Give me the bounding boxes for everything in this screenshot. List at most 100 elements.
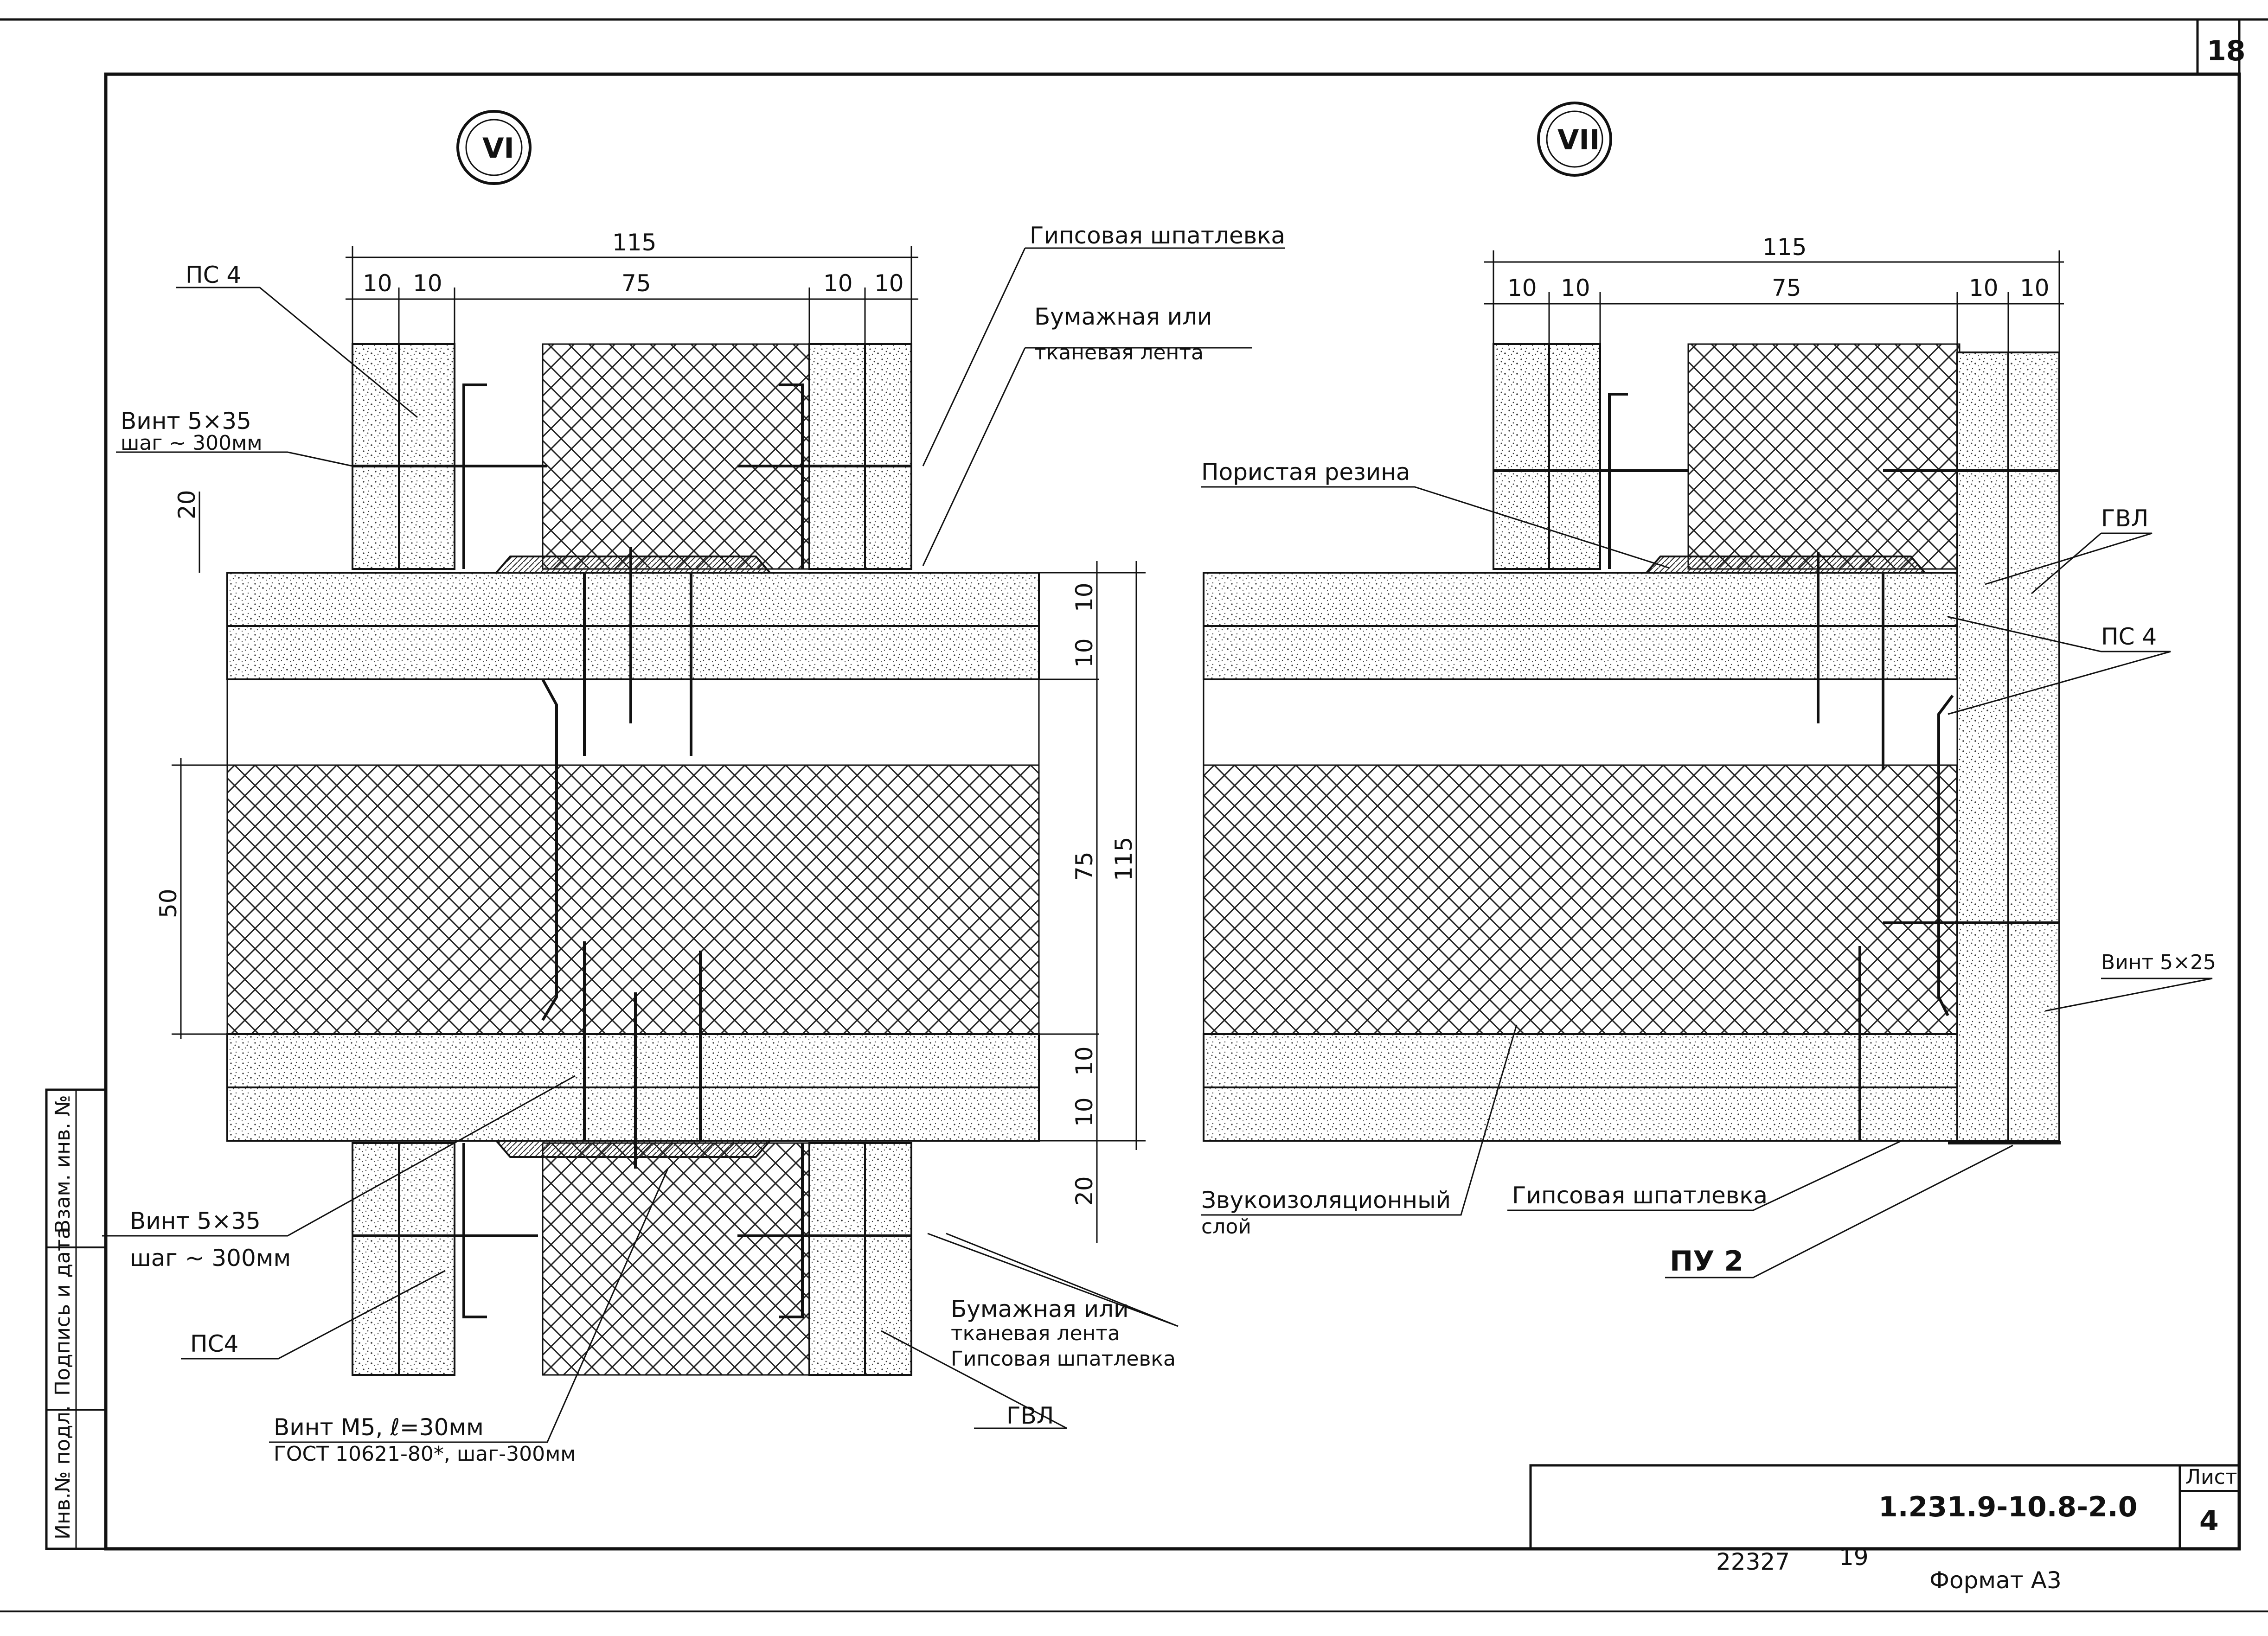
label-gypsum-putty-top: Гипсовая шпатлевка — [1030, 222, 1285, 249]
lower-board-right-outer — [864, 1142, 912, 1376]
doc-code: 1.231.9-10.8-2.0 — [1878, 1491, 2137, 1523]
sheet-frame — [0, 18, 2268, 1612]
dim-top-a: 10 — [363, 270, 392, 297]
slab-bottom-board-2-vii — [1203, 1086, 1958, 1142]
dim-right-b: 10 — [1071, 638, 1098, 668]
label-screw-bottom: Винт 5×35 — [130, 1208, 261, 1234]
upper-profile-vii — [1608, 393, 1628, 569]
edge-strip-vii — [1948, 1141, 2061, 1144]
dimensions-vi — [172, 246, 1146, 1243]
format-label: Формат А3 — [1929, 1567, 2062, 1594]
dim-top-c-vii: 75 — [1772, 275, 1801, 301]
slab-bottom-board-1 — [226, 1033, 1040, 1088]
archive-number: 22327 — [1716, 1548, 1790, 1575]
label-ps4-top: ПС 4 — [186, 262, 241, 288]
dim-right-d: 10 — [1071, 1046, 1098, 1076]
label-paper-tape-bottom-1: Бумажная или — [951, 1296, 1129, 1323]
marker-vii: VII — [1537, 102, 1612, 177]
slab-air-gap — [226, 678, 1040, 766]
upper-board-left-inner — [398, 343, 455, 570]
label-sound-layer-2: слой — [1201, 1215, 1251, 1239]
svg-text:VII: VII — [1557, 124, 1600, 156]
upper-board-right-inner — [808, 343, 866, 570]
sheet-number: 4 — [2199, 1505, 2219, 1537]
upper-insulation — [542, 343, 810, 570]
label-gypsum-putty-vii: Гипсовая шпатлевка — [1512, 1182, 1768, 1209]
label-ps4-vii: ПС 4 — [2101, 623, 2157, 650]
label-paper-tape-bottom-2: тканевая лента — [951, 1322, 1120, 1345]
dim-top-e-vii: 10 — [2020, 275, 2050, 301]
archive-sub: 19 — [1839, 1544, 1869, 1571]
slab-air-gap-vii — [1203, 678, 1958, 766]
side-stamp-inventory: Инв.№ подл. — [51, 1405, 75, 1540]
label-gypsum-putty-bottom: Гипсовая шпатлевка — [951, 1347, 1176, 1371]
dim-top-d-vii: 10 — [1969, 275, 1999, 301]
label-paper-tape-top-1: Бумажная или — [1034, 303, 1212, 330]
label-porous-rubber: Пористая резина — [1201, 459, 1410, 486]
leaders-vi — [102, 247, 1285, 1443]
label-screw-top: Винт 5×35 — [121, 408, 251, 435]
title-block — [1529, 1464, 2241, 1550]
dim-top-total: 115 — [612, 229, 656, 256]
lower-profile-left — [462, 1143, 487, 1318]
side-stamp-replace: Взам. инв. № — [51, 1095, 75, 1233]
slab-top-board-1 — [226, 572, 1040, 627]
label-sound-layer-1: Звукоизоляционный — [1201, 1187, 1451, 1214]
lower-board-right-inner — [808, 1142, 866, 1376]
screws-vi — [352, 465, 911, 1237]
detail-vi: VI — [102, 110, 1285, 1466]
slab-bottom-board-1-vii — [1203, 1033, 1958, 1088]
dim-right-c: 75 — [1071, 851, 1098, 881]
dim-right-total: 115 — [1110, 837, 1137, 881]
joint-plate-top — [495, 556, 771, 574]
lower-profile-right — [779, 1143, 804, 1318]
label-gvl: ГВЛ — [2101, 505, 2148, 532]
dim-top-total-vii: 115 — [1762, 234, 1807, 261]
sheet-label: Лист — [2185, 1465, 2237, 1489]
slab-top-board-2 — [226, 625, 1040, 680]
upper-insulation-vii — [1687, 343, 1960, 570]
label-screw-m5: Винт М5, ℓ=30мм — [274, 1414, 484, 1441]
wall-profile-vii — [1937, 695, 1954, 1016]
screws-vii — [1493, 469, 2059, 1141]
dim-top-d: 10 — [823, 270, 853, 297]
label-screw-bottom-step: шаг ~ 300мм — [130, 1245, 291, 1272]
dim-top-e: 10 — [874, 270, 904, 297]
upper-board-left-outer — [352, 343, 400, 570]
dim-top-b-vii: 10 — [1561, 275, 1590, 301]
dim-top-b: 10 — [413, 270, 442, 297]
label-screw-m5-std: ГОСТ 10621-80*, шаг-300мм — [274, 1442, 576, 1466]
marker-vi: VI — [456, 110, 532, 185]
upper-profile-left — [462, 383, 487, 569]
upper-board-left-outer-vii — [1493, 343, 1550, 570]
slab-insulation-vii — [1203, 764, 1958, 1035]
label-screw-top-step: шаг ~ 300мм — [121, 431, 263, 455]
side-stamp-signature: Подпись и дата — [51, 1227, 75, 1396]
side-stamp: Взам. инв. № Подпись и дата Инв.№ подл. — [45, 1088, 107, 1550]
dim-top-a-vii: 10 — [1507, 275, 1537, 301]
dim-20-top: 20 — [173, 490, 200, 519]
joint-plate-vii — [1646, 556, 1926, 574]
label-pu2: ПУ 2 — [1670, 1245, 1743, 1278]
page-number: 18 — [2207, 35, 2246, 67]
upper-profile-right — [779, 383, 804, 569]
upper-board-left-inner-vii — [1548, 343, 1601, 570]
dim-50: 50 — [155, 888, 182, 918]
dim-right-a: 10 — [1071, 582, 1098, 612]
detail-vii: VII — [1201, 102, 2216, 1278]
dimensions-vii — [1484, 250, 2064, 352]
slab-insulation — [226, 764, 1040, 1035]
label-screw-5x25: Винт 5×25 — [2101, 951, 2216, 974]
lower-insulation — [542, 1142, 810, 1376]
slab-profile — [541, 678, 558, 1021]
dim-20-bottom: 20 — [1071, 1176, 1098, 1206]
slab-top-board-2-vii — [1203, 625, 1958, 680]
lower-board-left-inner — [398, 1142, 455, 1376]
svg-text:VI: VI — [482, 132, 514, 165]
dim-top-c: 75 — [621, 270, 651, 297]
label-ps4-bottom: ПС4 — [190, 1330, 238, 1357]
gvl-outer — [1956, 351, 2009, 1142]
dim-right-e: 10 — [1071, 1097, 1098, 1127]
leaders-vii — [1201, 486, 2213, 1278]
